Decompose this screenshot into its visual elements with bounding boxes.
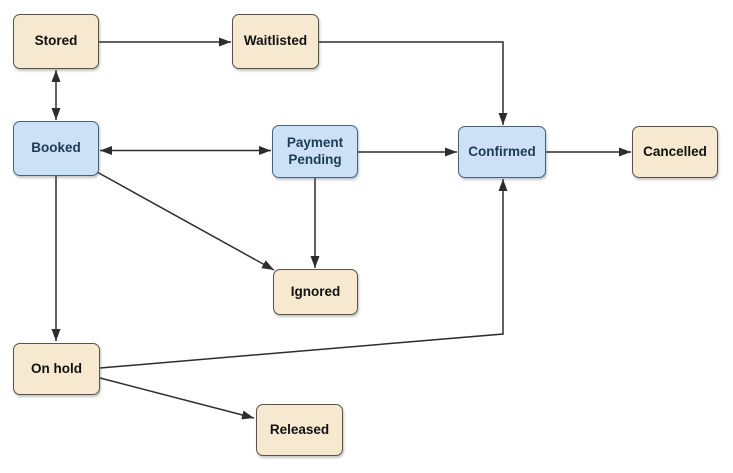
node-on-hold-label: On hold <box>31 360 82 376</box>
edge-on-hold-to-released <box>99 377 255 420</box>
node-cancelled-label: Cancelled <box>643 143 707 159</box>
node-confirmed: Confirmed <box>458 126 546 178</box>
node-ignored: Ignored <box>273 269 358 315</box>
node-payment-pending-label: Payment Pending <box>286 134 344 167</box>
node-stored: Stored <box>13 14 99 69</box>
node-booked-label: Booked <box>31 140 81 156</box>
node-waitlisted: Waitlisted <box>232 14 319 69</box>
edge-booked-to-ignored <box>96 171 275 271</box>
node-waitlisted-label: Waitlisted <box>243 33 308 49</box>
node-booked: Booked <box>13 121 99 176</box>
node-confirmed-label: Confirmed <box>468 143 536 159</box>
edge-on-hold-to-confirmed <box>99 179 508 369</box>
node-stored-label: Stored <box>34 33 78 49</box>
node-payment-pending: Payment Pending <box>272 125 358 178</box>
node-on-hold: On hold <box>13 343 100 395</box>
node-released-label: Released <box>269 421 330 437</box>
node-ignored-label: Ignored <box>290 283 341 299</box>
edge-waitlisted-to-confirmed <box>319 41 508 125</box>
node-cancelled: Cancelled <box>632 126 718 178</box>
node-released: Released <box>256 404 343 456</box>
